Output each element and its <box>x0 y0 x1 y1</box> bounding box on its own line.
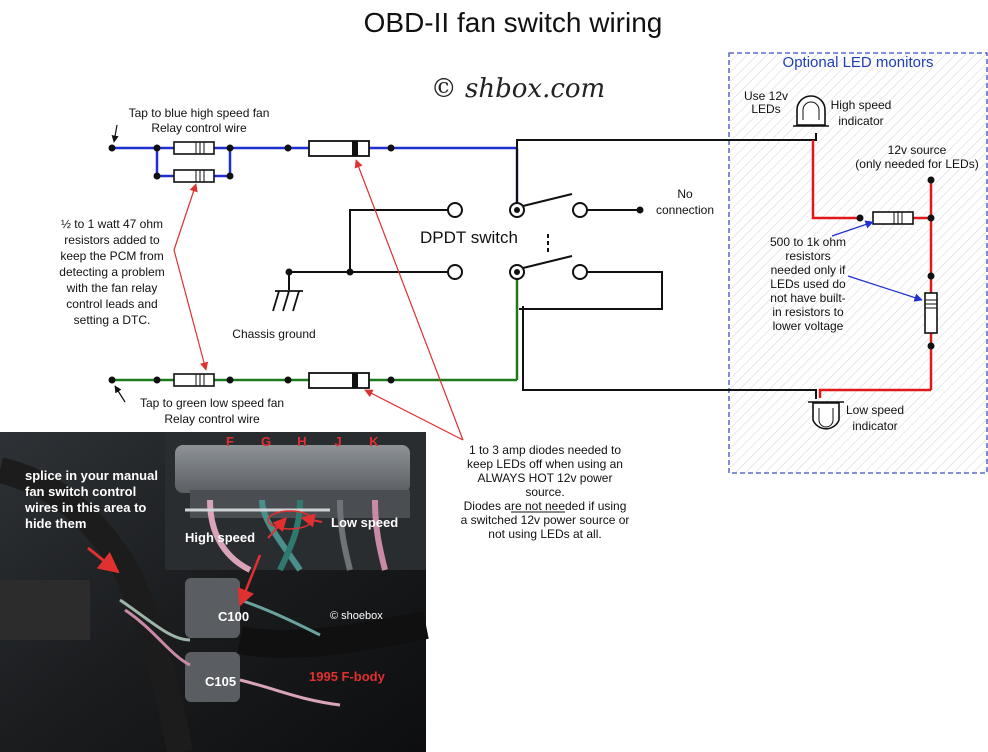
pcm-resistor-note: ½ to 1 watt 47 ohm resistors added to ke… <box>59 217 164 327</box>
low-speed-photo-label: Low speed <box>331 515 398 530</box>
c105-label: C105 <box>205 674 236 689</box>
splice-note: splice in your manual fan switch control… <box>24 468 158 531</box>
vehicle-model-label: 1995 F-body <box>309 669 386 684</box>
svg-text:control leads and: control leads and <box>66 297 157 311</box>
tap-green-label-2: Relay control wire <box>164 412 260 426</box>
led-resistor-note: 500 to 1k ohm resistors needed only if L… <box>770 235 846 333</box>
diode-note-arrow-down <box>364 389 464 441</box>
svg-text:H: H <box>297 434 306 449</box>
use-12v-label: Use 12v <box>744 89 788 103</box>
c100-label: C100 <box>218 609 249 624</box>
engine-bay-photo <box>0 432 429 752</box>
svg-text:setting a DTC.: setting a DTC. <box>74 313 151 327</box>
no-connection-label: No <box>677 187 693 201</box>
svg-text:½ to 1 watt 47 ohm: ½ to 1 watt 47 ohm <box>61 217 163 231</box>
high-speed-led-icon <box>793 95 829 127</box>
low-speed-diode <box>308 372 370 389</box>
svg-text:hide them: hide them <box>25 516 86 531</box>
no-connection-label-2: connection <box>656 203 714 217</box>
svg-text:detecting a problem: detecting a problem <box>59 265 164 279</box>
high-speed-resistor-parallel <box>173 169 215 183</box>
12v-source-label-2: (only needed for LEDs) <box>855 157 978 171</box>
svg-text:needed only if: needed only if <box>771 263 846 277</box>
diode-note: 1 to 3 amp diodes needed to keep LEDs of… <box>461 443 630 541</box>
svg-text:500 to 1k ohm: 500 to 1k ohm <box>770 235 846 249</box>
high-speed-indicator-label-2: indicator <box>838 114 883 128</box>
low-speed-resistor <box>173 373 215 387</box>
tap-blue-label-2: Relay control wire <box>151 121 247 135</box>
low-speed-indicator-label: Low speed <box>846 403 904 417</box>
svg-text:a switched 12v power source or: a switched 12v power source or <box>461 513 630 527</box>
resistor-note-arrow-down <box>173 249 209 371</box>
black-switch-wiring <box>288 133 817 399</box>
svg-text:in resistors to: in resistors to <box>772 305 844 319</box>
chassis-ground-icon <box>272 290 303 312</box>
diode-note-arrow-up <box>354 159 464 441</box>
switch-common-dot <box>514 269 520 275</box>
tap-green-label: Tap to green low speed fan <box>140 396 284 410</box>
connector-pin-labels: F G H J K <box>226 434 379 449</box>
svg-text:keep LEDs off when using an: keep LEDs off when using an <box>467 457 623 471</box>
svg-text:LEDs used do: LEDs used do <box>770 277 846 291</box>
svg-text:resistors added to: resistors added to <box>64 233 160 247</box>
high-speed-diode <box>308 140 370 157</box>
chassis-ground-label: Chassis ground <box>232 327 315 341</box>
dpdt-switch-label: DPDT switch <box>420 228 518 247</box>
led-junction-dots <box>856 176 935 350</box>
svg-text:fan switch control: fan switch control <box>25 484 136 499</box>
svg-text:K: K <box>369 434 379 449</box>
svg-text:with the fan relay: with the fan relay <box>66 281 158 295</box>
low-speed-indicator-label-2: indicator <box>852 419 897 433</box>
12v-source-label: 12v source <box>888 143 947 157</box>
led-note-arrow <box>831 220 874 237</box>
optional-panel-title: Optional LED monitors <box>783 54 934 71</box>
high-speed-photo-label: High speed <box>185 530 255 545</box>
copyright-mark: © shbox.com <box>431 74 605 104</box>
tap-green-arrow <box>114 385 126 403</box>
svg-text:not have built-: not have built- <box>770 291 845 305</box>
svg-text:wires in this area to: wires in this area to <box>24 500 146 515</box>
svg-text:lower voltage: lower voltage <box>773 319 844 333</box>
resistor-note-arrow-up <box>173 183 198 251</box>
dpdt-switch-symbol <box>447 193 588 280</box>
svg-text:splice in your manual: splice in your manual <box>25 468 158 483</box>
svg-text:not using LEDs at all.: not using LEDs at all. <box>488 527 601 541</box>
svg-text:G: G <box>261 434 271 449</box>
svg-text:ALWAYS HOT 12v power: ALWAYS HOT 12v power <box>478 471 613 485</box>
tap-blue-label: Tap to blue high speed fan <box>129 106 270 120</box>
use-12v-label-2: LEDs <box>751 102 780 116</box>
svg-text:resistors: resistors <box>785 249 830 263</box>
svg-text:J: J <box>334 434 341 449</box>
svg-text:F: F <box>226 434 234 449</box>
led-resistor-low <box>924 292 938 334</box>
svg-text:Diodes are not needed if using: Diodes are not needed if using <box>464 499 627 513</box>
page-title: OBD-II fan switch wiring <box>364 7 663 38</box>
high-speed-indicator-label: High speed <box>831 98 892 112</box>
junction-dots <box>108 144 644 384</box>
photo-credit: © shoebox <box>330 610 383 622</box>
low-speed-led-icon <box>808 401 844 430</box>
high-speed-blue-wire <box>112 146 519 208</box>
high-speed-resistor <box>173 141 215 155</box>
led-note-arrow <box>847 275 923 302</box>
tap-blue-arrow <box>111 124 119 143</box>
switch-common-dot <box>514 207 520 213</box>
svg-text:1 to 3 amp diodes needed to: 1 to 3 amp diodes needed to <box>469 443 621 457</box>
svg-text:keep the PCM from: keep the PCM from <box>60 249 163 263</box>
low-speed-green-wire <box>112 272 519 382</box>
optional-led-panel: Optional LED monitors <box>728 52 988 474</box>
led-resistor-high <box>872 211 914 225</box>
svg-text:source.: source. <box>525 485 564 499</box>
